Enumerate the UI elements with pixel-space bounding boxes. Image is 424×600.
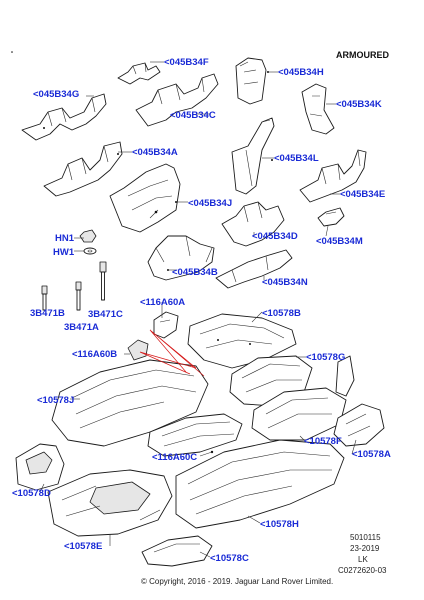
bracket-045B34M-drawing [317,207,345,227]
callout-10578A[interactable]: <10578A [352,449,391,460]
callout-HW1[interactable]: HW1 [53,247,75,258]
plate-10578J-drawing [51,329,209,447]
plate-10578C-drawing [141,535,213,567]
bracket-045B34K-drawing [301,83,335,135]
callout-045B34G[interactable]: <045B34G [33,89,79,100]
plate-116A60C-drawing [147,413,243,457]
callout-10578J[interactable]: <10578J [37,395,74,406]
plate-10578B-drawing [187,313,297,369]
armoured-badge: ARMOURED [336,50,389,60]
callout-116A60B[interactable]: <116A60B [72,349,117,360]
callout-045B34H[interactable]: <045B34H [278,67,324,78]
callout-10578H[interactable]: <10578H [260,519,299,530]
copyright-notice: © Copyright, 2016 - 2019. Jaguar Land Ro… [141,577,333,586]
bracket-116A60B-drawing [127,339,149,361]
leader-lines [39,61,357,558]
bracket-045B34G-drawing [21,93,107,141]
callout-045B34F[interactable]: <045B34F [164,57,209,68]
callout-HN1[interactable]: HN1 [55,233,75,244]
bolt-3B471B-drawing [41,285,48,311]
callout-10578D[interactable]: <10578D [12,488,51,499]
plate-10578D-drawing [15,443,65,491]
callout-045B34L[interactable]: <045B34L [274,153,319,164]
callout-045B34E[interactable]: <045B34E [340,189,385,200]
callout-045B34B[interactable]: <045B34B [172,267,218,278]
bracket-045B34N-drawing [215,249,293,289]
diagram-initials: LK [358,555,368,564]
callout-3B471A[interactable]: 3B471A [64,322,99,333]
callout-045B34A[interactable]: <045B34A [132,147,178,158]
plate-10578A-drawing [333,403,385,447]
callout-10578C[interactable]: <10578C [210,553,249,564]
callout-116A60C[interactable]: <116A60C [152,452,197,463]
callout-045B34M[interactable]: <045B34M [316,236,363,247]
callout-3B471B[interactable]: 3B471B [30,308,65,319]
callout-116A60A[interactable]: <116A60A [140,297,185,308]
bracket-045B34C-drawing [135,73,219,127]
bracket-045B34A-drawing [43,141,123,197]
callout-045B34D[interactable]: <045B34D [252,231,298,242]
bracket-116A60A-drawing [153,311,179,339]
plate-10578H-drawing [175,439,345,529]
bracket-045B34J-drawing [109,163,181,233]
corner-mark [11,51,13,53]
bracket-045B34L-drawing [231,117,275,195]
diagram-code: 5010115 [350,533,381,542]
bracket-045B34E-drawing [299,149,367,203]
callout-10578B[interactable]: <10578B [262,308,301,319]
callout-045B34N[interactable]: <045B34N [262,277,308,288]
callout-10578F[interactable]: <10578F [304,436,342,447]
callout-10578G[interactable]: <10578G [306,352,345,363]
callout-3B471C[interactable]: 3B471C [88,309,123,320]
washer-HW1-drawing [83,247,97,255]
bracket-045B34D-drawing [221,201,285,247]
callout-10578E[interactable]: <10578E [64,541,102,552]
diagram-reference: C0272620-03 [338,566,387,575]
callout-045B34K[interactable]: <045B34K [336,99,382,110]
bolt-3B471A-drawing [75,281,82,311]
plate-10578E-drawing [47,469,173,537]
diagram-date: 23-2019 [350,544,380,553]
nut-HN1-drawing [79,229,97,243]
bracket-045B34F-drawing [117,62,161,85]
callout-045B34C[interactable]: <045B34C [170,110,216,121]
bracket-045B34H-drawing [235,57,269,105]
callout-045B34J[interactable]: <045B34J [188,198,232,209]
bolt-3B471C-drawing [99,261,107,301]
